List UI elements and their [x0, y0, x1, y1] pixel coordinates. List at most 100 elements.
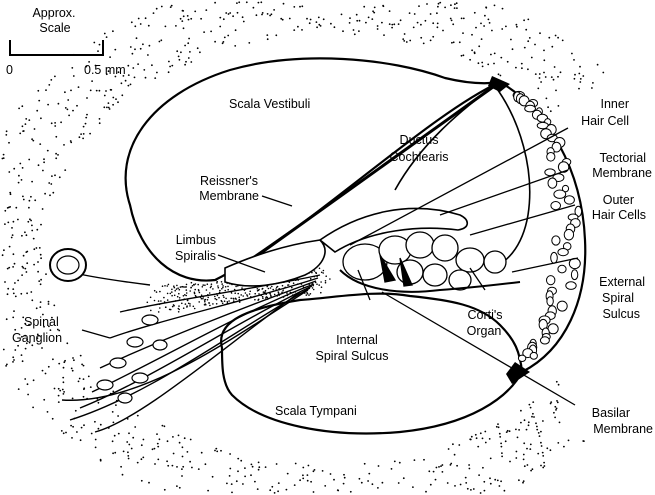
- ligament-cell: [552, 236, 560, 245]
- stipple-dot: [6, 318, 8, 320]
- stipple-dot: [174, 287, 176, 289]
- stipple-dot: [398, 23, 400, 25]
- stipple-dot: [504, 490, 506, 492]
- stipple-dot: [71, 368, 73, 370]
- stipple-dot: [143, 69, 145, 71]
- stipple-dot: [99, 90, 101, 92]
- stipple-dot: [217, 285, 219, 287]
- stipple-dot: [202, 286, 204, 288]
- stipple-dot: [481, 62, 483, 64]
- stipple-dot: [542, 420, 544, 422]
- stipple-dot: [578, 88, 580, 90]
- stipple-dot: [597, 64, 599, 66]
- stipple-dot: [382, 5, 384, 7]
- stipple-dot: [189, 290, 191, 292]
- stipple-dot: [496, 426, 498, 428]
- stipple-dot: [498, 426, 500, 428]
- stipple-dot: [539, 73, 541, 75]
- stipple-dot: [291, 287, 293, 289]
- stipple-dot: [154, 300, 156, 302]
- stipple-dot: [17, 219, 19, 221]
- stipple-dot: [186, 289, 188, 291]
- stipple-dot: [207, 299, 209, 301]
- stipple-dot: [282, 19, 284, 21]
- stipple-dot: [131, 21, 133, 23]
- stipple-dot: [502, 8, 504, 10]
- stipple-dot: [28, 119, 30, 121]
- stipple-dot: [63, 144, 65, 146]
- stipple-dot: [358, 30, 360, 32]
- stipple-dot: [267, 297, 269, 299]
- stipple-dot: [193, 306, 195, 308]
- ligament-cell: [551, 252, 558, 263]
- stipple-dot: [42, 170, 44, 172]
- stipple-dot: [177, 296, 179, 298]
- stipple-dot: [536, 426, 538, 428]
- stipple-dot: [458, 444, 460, 446]
- stipple-dot: [563, 446, 565, 448]
- stipple-dot: [267, 38, 269, 40]
- stipple-dot: [158, 311, 160, 313]
- stipple-dot: [90, 90, 92, 92]
- stipple-dot: [501, 446, 503, 448]
- stipple-dot: [435, 479, 437, 481]
- stipple-dot: [3, 349, 5, 351]
- stipple-dot: [542, 455, 544, 457]
- stipple-dot: [38, 280, 40, 282]
- stipple-dot: [240, 460, 242, 462]
- stipple-dot: [22, 196, 24, 198]
- stipple-dot: [150, 310, 152, 312]
- stipple-dot: [152, 448, 154, 450]
- stipple-dot: [243, 21, 245, 23]
- stipple-dot: [11, 237, 13, 239]
- stipple-dot: [510, 39, 512, 41]
- stipple-dot: [216, 451, 218, 453]
- stipple-dot: [181, 303, 183, 305]
- stipple-dot: [173, 453, 175, 455]
- stipple-dot: [90, 386, 92, 388]
- stipple-dot: [412, 486, 414, 488]
- stipple-dot: [2, 254, 4, 256]
- stipple-dot: [515, 67, 517, 69]
- stipple-dot: [494, 5, 496, 7]
- stipple-dot: [189, 461, 191, 463]
- stipple-dot: [63, 381, 65, 383]
- stipple-dot: [413, 27, 415, 29]
- stipple-dot: [500, 75, 502, 77]
- stipple-dot: [134, 426, 136, 428]
- stipple-dot: [25, 118, 27, 120]
- label-cortis-1: Corti's: [467, 308, 502, 322]
- stipple-dot: [524, 465, 526, 467]
- stipple-dot: [140, 23, 142, 25]
- stipple-dot: [199, 292, 201, 294]
- stipple-dot: [55, 153, 57, 155]
- stipple-dot: [235, 29, 237, 31]
- stipple-dot: [192, 285, 194, 287]
- stipple-dot: [253, 7, 255, 9]
- stipple-dot: [52, 358, 54, 360]
- stipple-dot: [320, 292, 322, 294]
- label-ductus-2: Cochlearis: [389, 150, 448, 164]
- stipple-dot: [186, 292, 188, 294]
- stipple-dot: [463, 54, 465, 56]
- stipple-dot: [112, 97, 114, 99]
- stipple-dot: [174, 290, 176, 292]
- stipple-dot: [209, 292, 211, 294]
- stipple-dot: [356, 20, 358, 22]
- stipple-dot: [143, 439, 145, 441]
- stipple-dot: [176, 50, 178, 52]
- stipple-dot: [12, 317, 14, 319]
- stipple-dot: [23, 199, 25, 201]
- stipple-dot: [533, 416, 535, 418]
- stipple-dot: [372, 10, 374, 12]
- stipple-dot: [282, 290, 284, 292]
- stipple-dot: [451, 20, 453, 22]
- stipple-dot: [4, 223, 6, 225]
- stipple-dot: [167, 293, 169, 295]
- stipple-dot: [43, 161, 45, 163]
- stipple-dot: [314, 469, 316, 471]
- stipple-dot: [82, 138, 84, 140]
- stipple-dot: [262, 288, 264, 290]
- stipple-dot: [100, 459, 102, 461]
- stipple-dot: [425, 491, 427, 493]
